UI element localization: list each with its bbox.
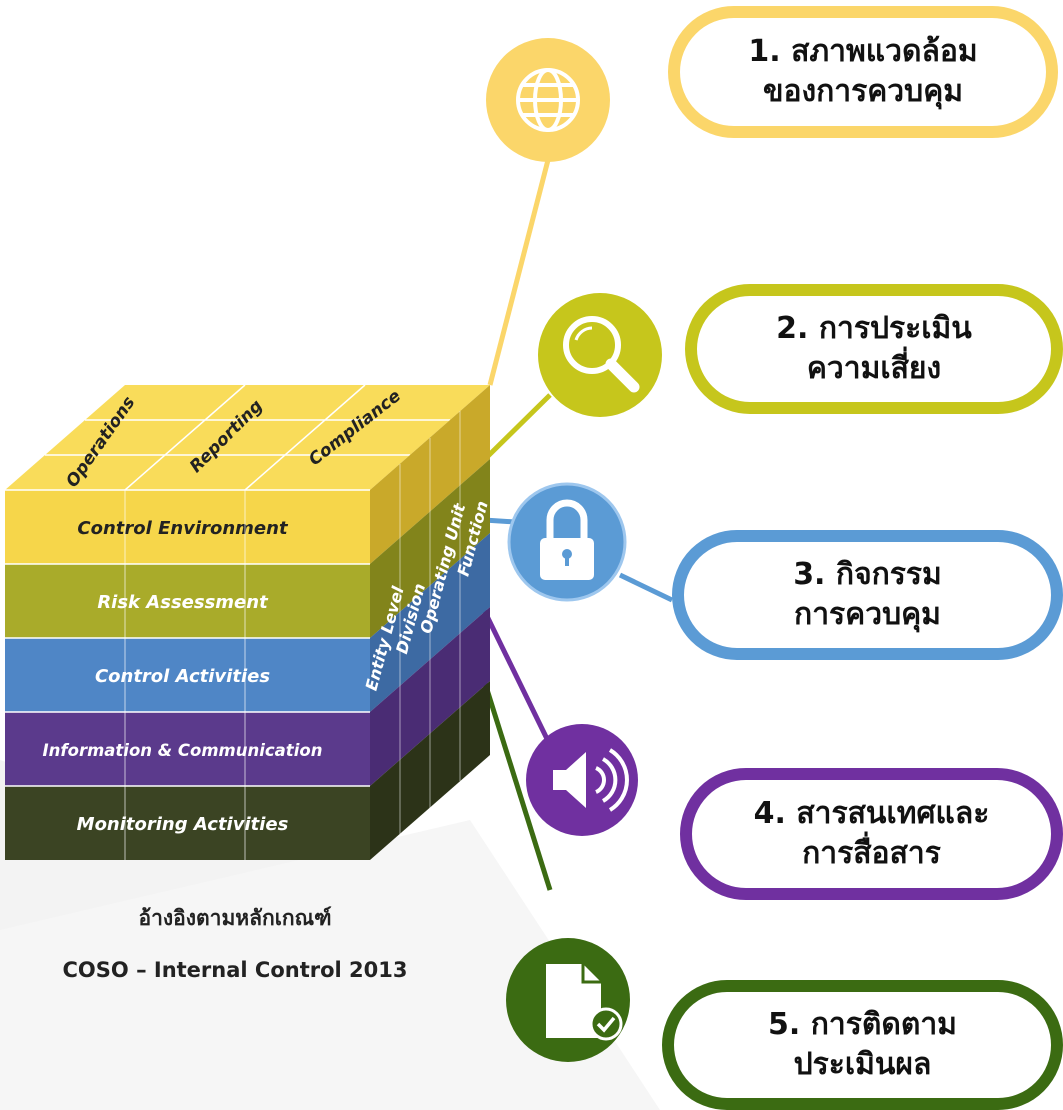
cube-layer-side — [370, 533, 490, 712]
coso-cube: Operations Reporting Compliance Control … — [5, 384, 492, 860]
cube-layer-label: Monitoring Activities — [77, 814, 289, 835]
component-2-line1: 2. การประเมิน — [776, 311, 972, 346]
padlock-icon — [540, 499, 594, 580]
component-4-line2: การสื่อสาร — [802, 836, 941, 871]
cube-layer-label: Control Environment — [77, 518, 289, 539]
component-information-communication: 4. สารสนเทศและ การสื่อสาร — [680, 768, 1063, 900]
cube-layer-front — [5, 712, 370, 786]
speaker-icon — [553, 748, 629, 812]
connector-line-2 — [482, 393, 552, 462]
component-3-line1: 3. กิจกรรม — [793, 557, 942, 592]
magnifier-icon — [563, 316, 640, 393]
cube-layer-side — [370, 459, 490, 638]
component-risk-assessment: 2. การประเมิน ความเสี่ยง — [685, 284, 1063, 414]
cube-layer-side — [370, 385, 490, 564]
component-5-line2: ประเมินผล — [793, 1047, 932, 1082]
globe-icon-circle — [486, 38, 610, 162]
document-check-icon — [546, 964, 623, 1041]
component-5-line1: 5. การติดตาม — [768, 1007, 957, 1042]
globe-icon — [516, 68, 580, 132]
top-grid-line — [124, 384, 246, 491]
top-grid-line — [244, 384, 366, 491]
magnifier-icon-circle — [538, 293, 662, 417]
connector-line-1 — [487, 159, 551, 386]
connector-line-5 — [481, 679, 553, 891]
component-4-line1: 4. สารสนเทศและ — [753, 796, 990, 831]
speaker-icon-circle — [526, 724, 638, 836]
document-check-icon-circle — [506, 938, 630, 1062]
background-shape — [0, 820, 660, 1110]
component-2-line2: ความเสี่ยง — [806, 351, 942, 386]
connector-line-4 — [481, 608, 553, 747]
cube-top-grid — [45, 384, 450, 491]
cube-layer-front — [5, 786, 370, 860]
cube-layer-label: Risk Assessment — [97, 592, 269, 613]
component-1-line1: 1. สภาพแวดล้อม — [748, 34, 978, 69]
cube-top-face — [5, 385, 490, 490]
component-control-activities: 3. กิจกรรม การควบคุม — [672, 530, 1063, 660]
cube-layer-front — [5, 490, 370, 564]
component-1-line2: ของการควบคุม — [762, 74, 964, 109]
reference-caption-line1: อ้างอิงตามหลักเกณฑ์ — [138, 906, 332, 930]
connector-line-3b — [618, 572, 674, 603]
cube-layer-side — [370, 681, 490, 860]
cube-front-grid — [124, 411, 461, 860]
cube-layer-label: Information & Communication — [43, 741, 323, 760]
cube-layer-side — [370, 607, 490, 786]
component-monitoring: 5. การติดตาม ประเมินผล — [662, 980, 1063, 1110]
component-control-environment: 1. สภาพแวดล้อม ของการควบคุม — [668, 6, 1058, 138]
padlock-icon-circle — [507, 482, 627, 602]
cube-layer-label: Control Activities — [95, 666, 270, 687]
reference-caption-line2: COSO – Internal Control 2013 — [62, 958, 408, 982]
connector-lines — [481, 159, 674, 891]
component-3-line2: การควบคุม — [794, 597, 941, 632]
cube-layer-front — [5, 638, 370, 712]
cube-layer-front — [5, 564, 370, 638]
